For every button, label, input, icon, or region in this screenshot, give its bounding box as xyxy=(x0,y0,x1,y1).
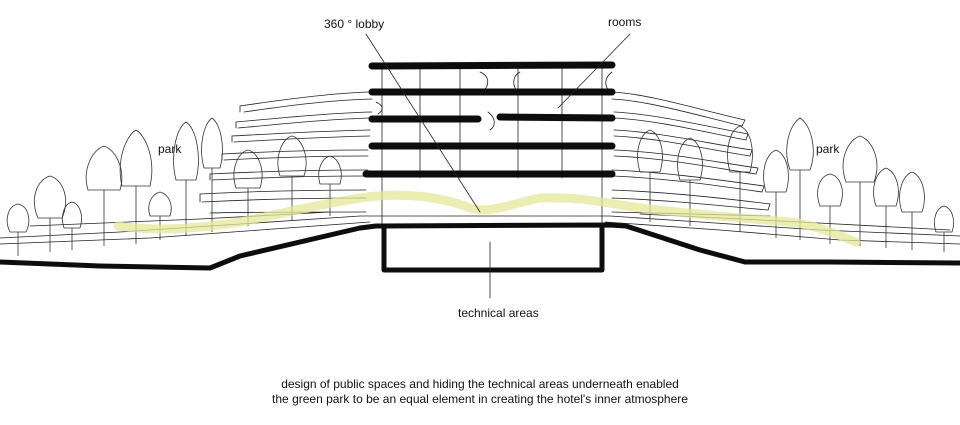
technical-areas-label: technical areas xyxy=(458,306,539,320)
park-left-label: park xyxy=(158,142,182,156)
park-highlight xyxy=(113,190,861,247)
floor-slabs xyxy=(362,61,616,178)
lobby-label: 360 ° lobby xyxy=(324,17,385,31)
left-terraces xyxy=(199,91,373,214)
caption-line-2: the green park to be an equal element in… xyxy=(272,392,688,406)
right-terraces xyxy=(611,91,771,217)
ground-section xyxy=(0,222,960,273)
rooms-label: rooms xyxy=(608,15,642,29)
park-right-label: park xyxy=(816,142,840,156)
left-trees xyxy=(6,117,342,256)
leader-lines xyxy=(365,33,631,299)
caption-line-1: design of public spaces and hiding the t… xyxy=(281,377,679,391)
right-trees xyxy=(637,117,954,252)
